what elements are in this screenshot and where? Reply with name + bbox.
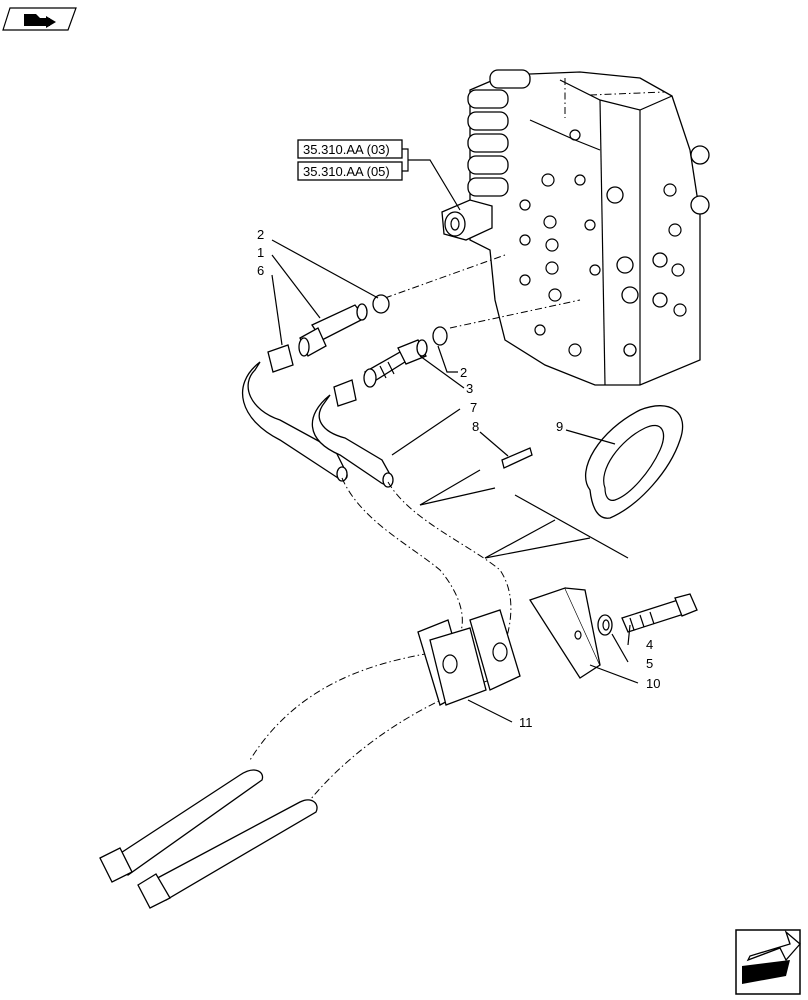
reference-label: 35.310.AA (05)	[303, 164, 390, 179]
small-plate	[501, 447, 533, 469]
reference-box-1[interactable]: 35.310.AA (03)	[297, 139, 403, 159]
callout-1: 1	[257, 245, 264, 260]
view-orientation-icon[interactable]	[2, 7, 77, 31]
washer	[597, 614, 613, 636]
callout-2a: 2	[257, 227, 264, 242]
callout-7: 7	[470, 400, 477, 415]
grommet-seal	[584, 405, 684, 519]
bolt	[621, 593, 698, 633]
o-ring	[432, 326, 448, 346]
side-fittings	[606, 145, 710, 357]
callout-4: 4	[646, 637, 653, 652]
face-ports	[519, 129, 687, 357]
callout-6: 6	[257, 263, 264, 278]
reference-box-2[interactable]: 35.310.AA (05)	[297, 161, 403, 181]
callout-3: 3	[466, 381, 473, 396]
control-valve-block	[441, 69, 710, 386]
next-page-arrow-icon[interactable]	[735, 929, 801, 995]
callout-11: 11	[519, 715, 533, 730]
adapter-fitting	[298, 303, 368, 357]
hose-part-6	[242, 344, 348, 482]
o-ring	[372, 294, 390, 314]
hose-part-7	[311, 379, 394, 488]
callout-5: 5	[646, 656, 653, 671]
callout-8: 8	[472, 419, 479, 434]
callout-9: 9	[556, 419, 563, 434]
lower-hose-1	[99, 769, 264, 883]
union-fitting	[363, 339, 428, 388]
spool-caps	[467, 69, 531, 197]
bracket-10	[529, 587, 601, 679]
callout-2b: 2	[460, 365, 467, 380]
lower-hose-2	[137, 799, 318, 909]
port-fitting	[441, 199, 493, 241]
reference-label: 35.310.AA (03)	[303, 142, 390, 157]
clamp-block-11	[417, 609, 521, 706]
callout-10: 10	[646, 676, 660, 691]
